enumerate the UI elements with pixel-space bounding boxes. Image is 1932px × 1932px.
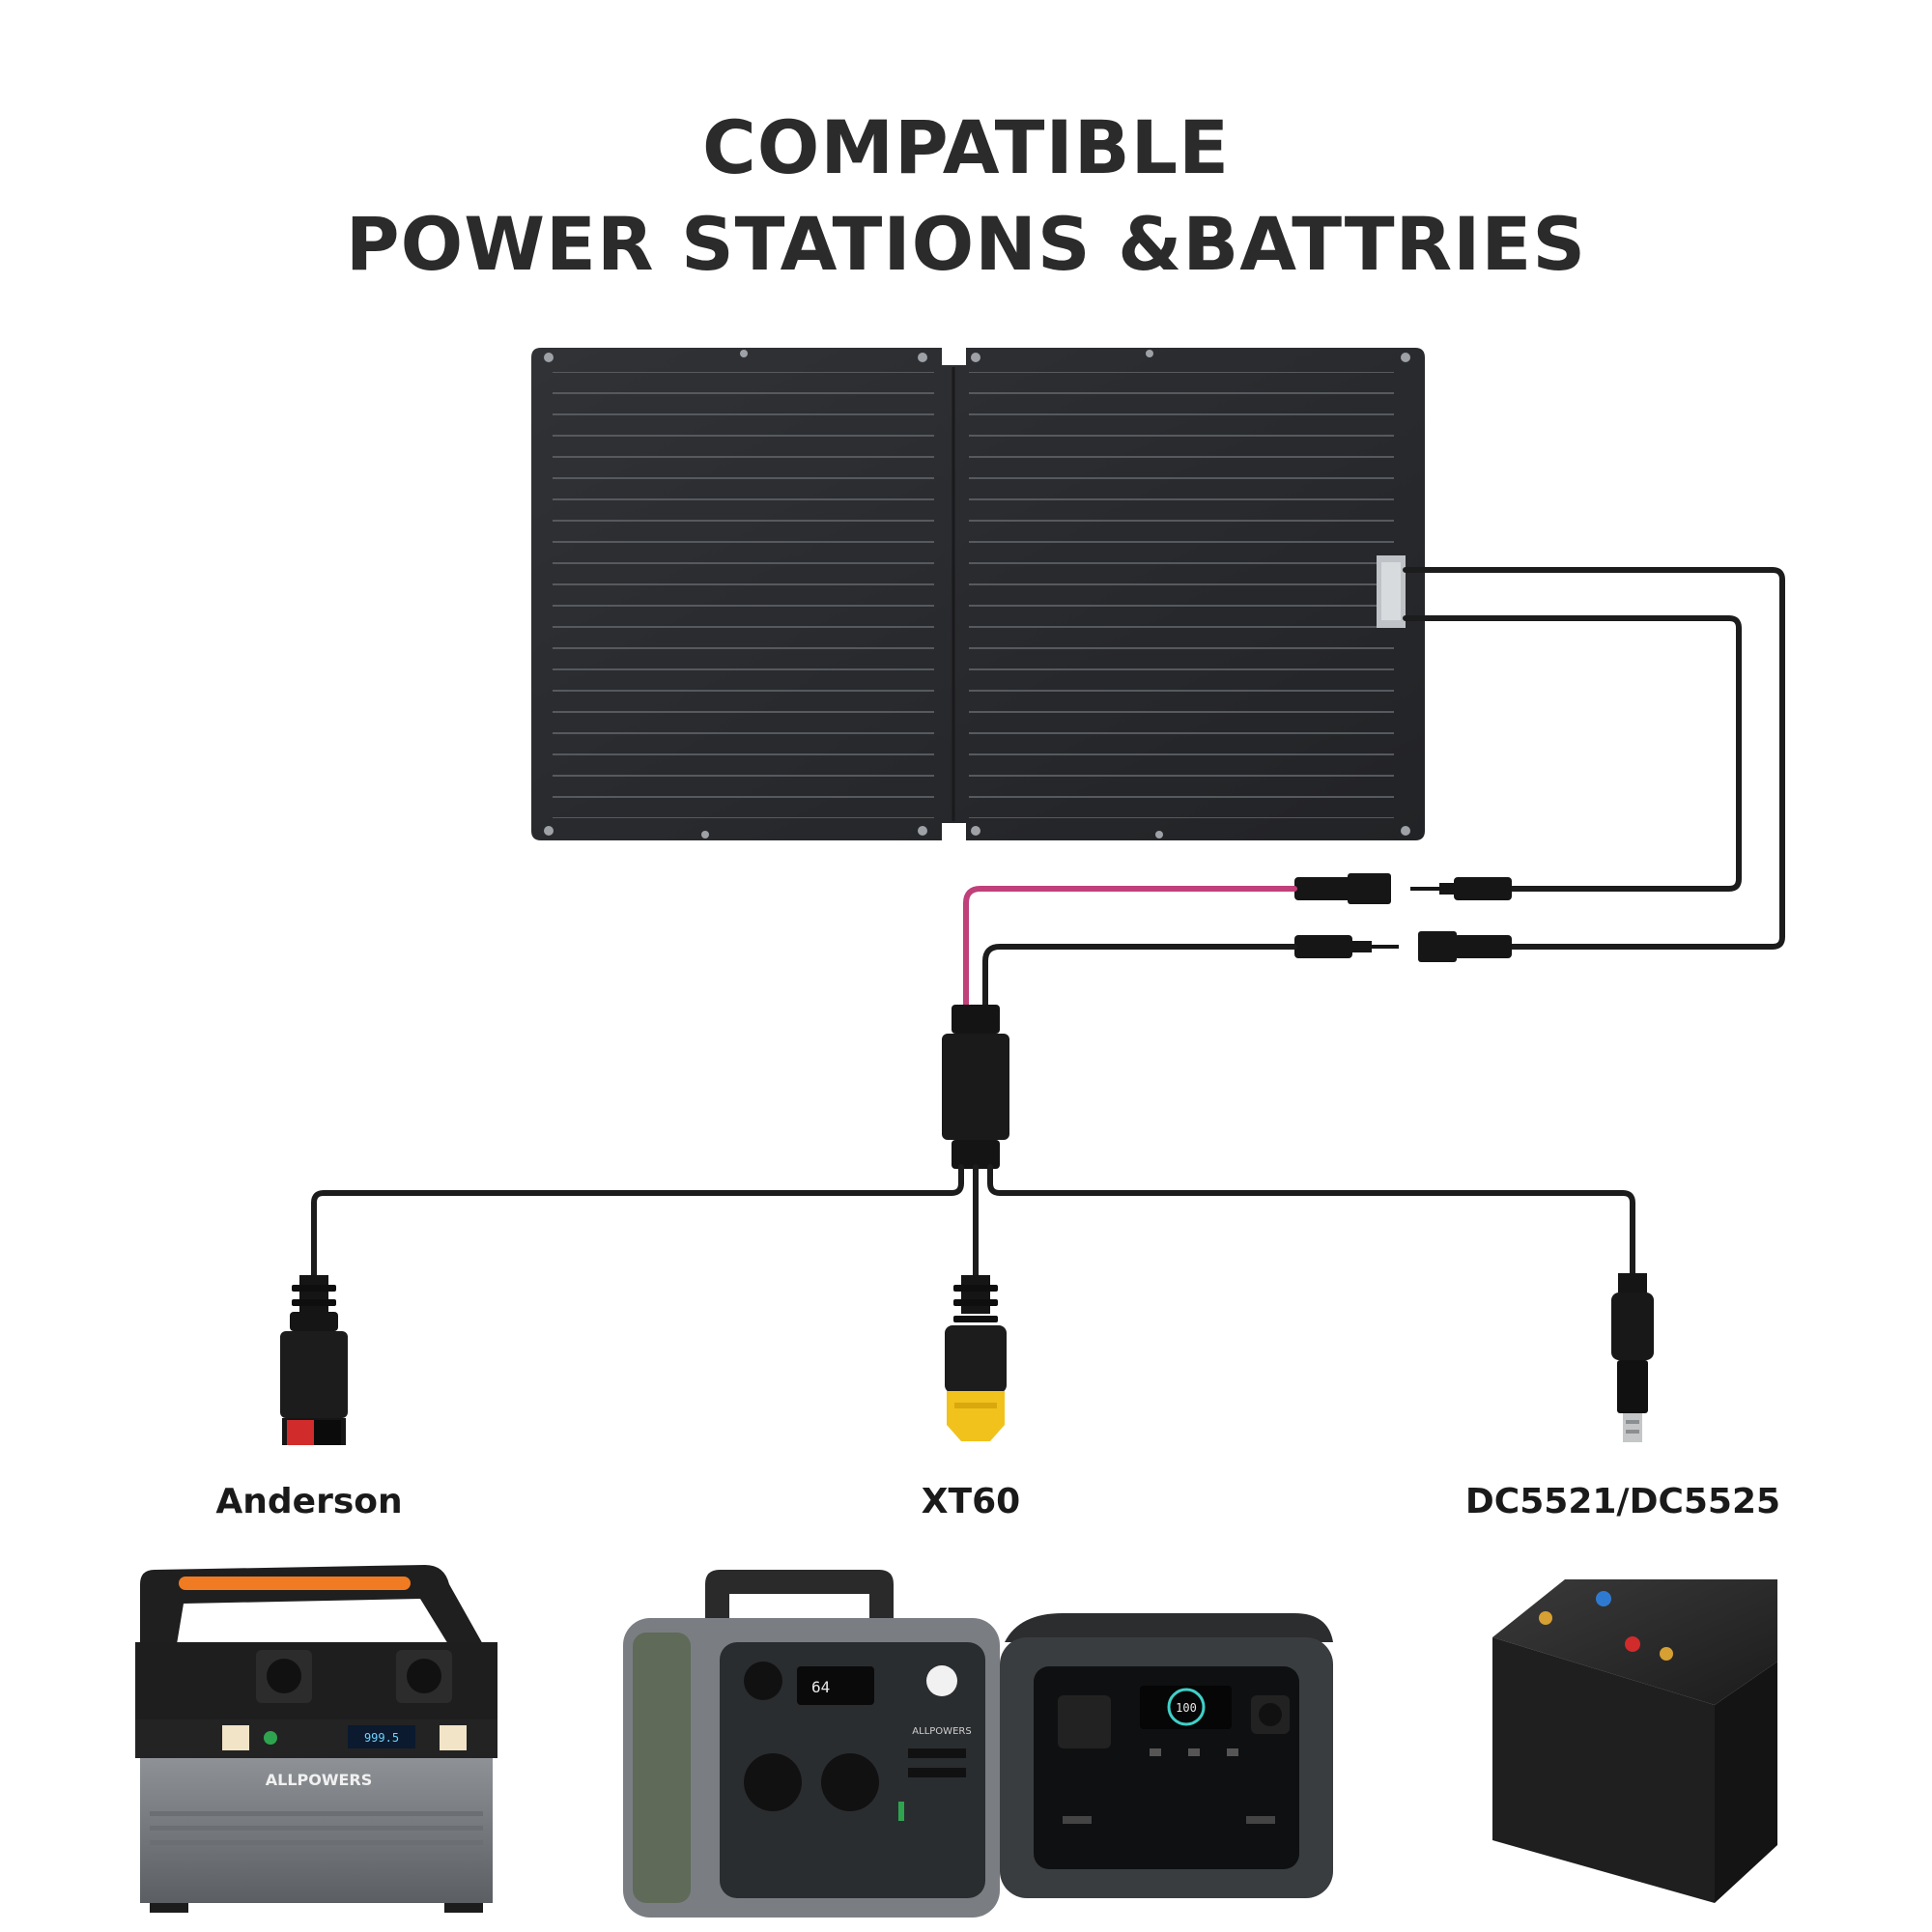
page-title-line-1: COMPATIBLE: [701, 104, 1231, 190]
xt60-plug-icon: [945, 1275, 1007, 1441]
anderson-plug-icon: [280, 1275, 348, 1445]
splitter-output-cables: [311, 1164, 1635, 1293]
power-station-icon: 100: [1000, 1613, 1333, 1898]
station-battery-level: 100: [1176, 1701, 1197, 1715]
station-brand: ALLPOWERS: [912, 1726, 971, 1737]
y-splitter-icon: [942, 1005, 1009, 1169]
mc4-connector-icon: [1294, 873, 1512, 962]
connector-label-anderson: Anderson: [215, 1482, 403, 1521]
panel-output-cables: [1403, 567, 1785, 950]
station-brand: ALLPOWERS: [266, 1771, 373, 1789]
battery-icon: [1492, 1579, 1777, 1903]
station-display: 999.5: [364, 1731, 399, 1745]
dc-plug-icon: [1611, 1273, 1654, 1442]
connector-label-xt60: XT60: [921, 1482, 1021, 1521]
connector-label-dc: DC5521/DC5525: [1464, 1482, 1781, 1521]
station-battery-level: 64: [811, 1678, 830, 1696]
solar-panel-icon: [531, 348, 1425, 840]
power-station-icon: 999.5 ALLPOWERS: [135, 1565, 497, 1913]
power-station-icon: 64 ALLPOWERS: [623, 1570, 1000, 1918]
page-title-line-2: POWER STATIONS &BATTRIES: [345, 201, 1587, 287]
splitter-input-cables: [963, 886, 1297, 1012]
